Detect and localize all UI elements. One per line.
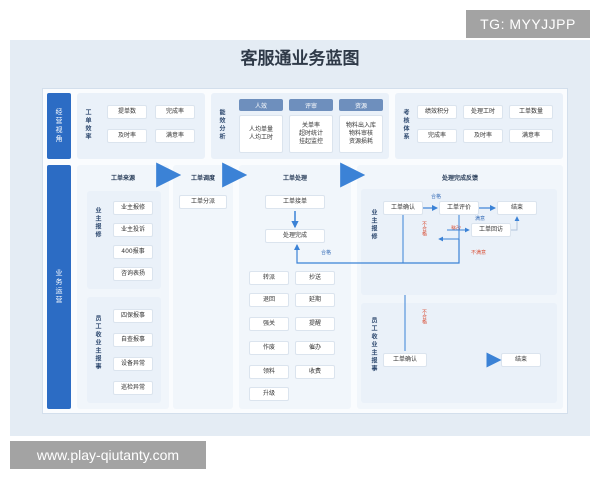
process-op-void: 作废 bbox=[249, 341, 289, 355]
source-400-report: 400报事 bbox=[113, 245, 153, 259]
process-op-material: 领料 bbox=[249, 365, 289, 379]
process-op-remind: 提醒 bbox=[295, 317, 335, 331]
flow-arrows bbox=[155, 162, 520, 368]
process-op-urge: 催办 bbox=[295, 341, 335, 355]
process-op-upgrade: 升级 bbox=[249, 387, 289, 401]
feedback-staff-confirm: 工单确认 bbox=[383, 353, 427, 367]
efficiency-review-box: 关单率 超时统计 挂起监控 bbox=[289, 115, 333, 153]
assess-count: 工单数量 bbox=[509, 105, 553, 119]
process-op-force-close: 强关 bbox=[249, 317, 289, 331]
assess-satisfaction: 满意率 bbox=[509, 129, 553, 143]
assess-timeliness: 及时率 bbox=[463, 129, 503, 143]
column-title-dispatch: 工单调度 bbox=[190, 175, 215, 182]
staff-source-label: 员工收业主报事 bbox=[94, 315, 101, 371]
efficiency-header-resource: 资源 bbox=[339, 99, 383, 111]
process-op-return: 退回 bbox=[249, 293, 289, 307]
note-rework: 整改 bbox=[451, 226, 462, 232]
side-label-operations: 业务运营 bbox=[47, 165, 71, 409]
workorder-efficiency-label: 工单效率 bbox=[84, 109, 91, 141]
assess-hours: 处理工时 bbox=[463, 105, 503, 119]
note-fail: 不合格 bbox=[421, 221, 427, 236]
side-label-business: 经营视角 bbox=[47, 93, 71, 159]
process-op-charge: 收费 bbox=[295, 365, 335, 379]
source-owner-complaint: 业主投诉 bbox=[113, 223, 153, 237]
watermark-top: TG: MYYJJPP bbox=[466, 10, 590, 38]
efficiency-people-box: 人均单量 人均工时 bbox=[239, 115, 283, 153]
blueprint-panel: 经营视角 工单效率 提单数 完成率 及时率 满意率 能效分析 人效 评审 资源 … bbox=[42, 88, 568, 414]
watermark-bottom: www.play-qiutanty.com bbox=[10, 441, 206, 469]
process-op-transfer: 转派 bbox=[249, 271, 289, 285]
page-title: 客服通业务蓝图 bbox=[240, 49, 360, 69]
efficiency-resource-item: 物料出入库 bbox=[345, 122, 376, 129]
unsatisfied-return-arrow bbox=[294, 239, 460, 264]
column-title-feedback: 处理完成反馈 bbox=[441, 175, 478, 182]
source-patrol-abnormal: 巡检异常 bbox=[113, 381, 153, 395]
source-self-check: 自查报事 bbox=[113, 333, 153, 347]
note-pass: 合格 bbox=[431, 194, 442, 200]
workorder-efficiency-group bbox=[77, 93, 205, 159]
note-pass-back: 合格 bbox=[321, 250, 332, 256]
column-title-source: 工单来源 bbox=[110, 175, 135, 182]
metric-satisfaction: 满意率 bbox=[155, 129, 195, 143]
process-op-cc: 抄送 bbox=[295, 271, 335, 285]
source-device-abnormal: 设备异常 bbox=[113, 357, 153, 371]
feedback-owner-revisit: 工单回访 bbox=[471, 223, 511, 237]
column-title-processing: 工单处理 bbox=[282, 175, 307, 182]
source-four-guarantee: 四保报事 bbox=[113, 309, 153, 323]
assessment-group bbox=[395, 93, 563, 159]
process-complete: 处理完成 bbox=[265, 229, 325, 243]
feedback-owner-confirm: 工单确认 bbox=[383, 201, 423, 215]
efficiency-review-item: 超时统计 bbox=[298, 130, 323, 137]
feedback-owner-end: 结束 bbox=[497, 201, 537, 215]
note-fail-staff: 不合格 bbox=[421, 309, 427, 324]
efficiency-review-item: 挂起监控 bbox=[298, 138, 323, 145]
feedback-owner-label: 业主报修 bbox=[370, 209, 377, 241]
note-satisfied: 满意 bbox=[475, 216, 486, 222]
dispatch-assign: 工单分派 bbox=[179, 195, 227, 209]
assessment-label: 考核体系 bbox=[402, 109, 409, 141]
metric-submitted: 提单数 bbox=[107, 105, 147, 119]
note-unsatisfied: 不满意 bbox=[471, 250, 487, 256]
process-receive: 工单接单 bbox=[265, 195, 325, 209]
metric-completion: 完成率 bbox=[155, 105, 195, 119]
assess-completion: 完成率 bbox=[417, 129, 457, 143]
efficiency-header-review: 评审 bbox=[289, 99, 333, 111]
efficiency-resource-item: 物料审核 bbox=[348, 130, 373, 137]
metric-timeliness: 及时率 bbox=[107, 129, 147, 143]
efficiency-people-item: 人均工时 bbox=[248, 134, 273, 141]
blueprint-board: 客服通业务蓝图 经营视角 工单效率 提单数 完成率 及时率 满意率 能效分析 人… bbox=[10, 40, 590, 436]
efficiency-resource-box: 物料出入库 物料审核 资源损耗 bbox=[339, 115, 383, 153]
source-inquiry-praise: 咨询表扬 bbox=[113, 267, 153, 281]
assess-points: 绩效积分 bbox=[417, 105, 457, 119]
feedback-staff-end: 结束 bbox=[501, 353, 541, 367]
process-op-delay: 延期 bbox=[295, 293, 335, 307]
rework-arrow bbox=[438, 215, 460, 242]
feedback-staff-label: 员工收业主报事 bbox=[370, 317, 377, 373]
efficiency-header-people: 人效 bbox=[239, 99, 283, 111]
revisit-to-end-arrow bbox=[511, 216, 520, 231]
efficiency-analysis-label: 能效分析 bbox=[218, 109, 225, 141]
efficiency-people-item: 人均单量 bbox=[248, 126, 273, 133]
efficiency-resource-item: 资源损耗 bbox=[348, 138, 373, 145]
feedback-owner-evaluate: 工单评价 bbox=[439, 201, 479, 215]
efficiency-review-item: 关单率 bbox=[301, 122, 320, 129]
owner-source-label: 业主报修 bbox=[94, 207, 101, 239]
source-owner-repair: 业主报修 bbox=[113, 201, 153, 215]
